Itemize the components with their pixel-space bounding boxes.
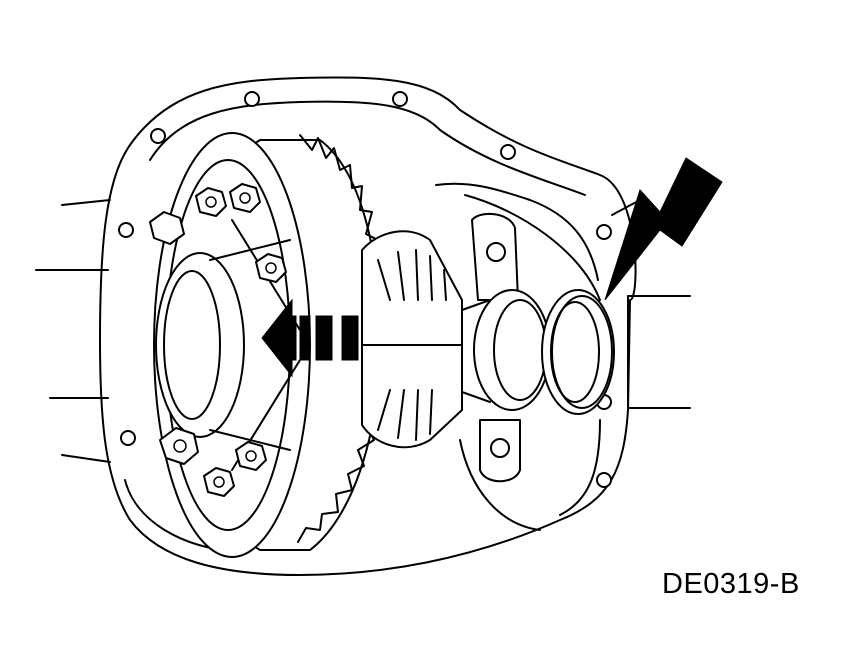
bearing-caps [471, 212, 521, 483]
hex-bolt [149, 211, 185, 245]
bolt-hole [120, 430, 136, 446]
bolt-hole [392, 91, 408, 107]
bearing-race-seal [541, 289, 615, 415]
carrier-bearing [461, 289, 551, 411]
bolt-hole [150, 128, 166, 144]
bolt-hole [118, 222, 134, 238]
hex-bolt [255, 253, 287, 283]
pinion-gear [361, 230, 463, 449]
bolt-hole [596, 472, 612, 488]
bolt-hole [500, 144, 516, 160]
housing-flange [99, 76, 637, 576]
axle-tube-left [35, 199, 111, 463]
hex-bolt [235, 441, 267, 471]
hex-bolt [229, 183, 261, 213]
bolt-hole [596, 224, 612, 240]
hex-bolt [203, 467, 235, 497]
figure-id-label: DE0319-B [662, 568, 800, 600]
ring-gear-bolts [149, 183, 287, 497]
bolt-hole [244, 91, 260, 107]
seal-pointer-arrow [604, 157, 723, 301]
hex-bolt [159, 427, 199, 465]
hex-bolt [195, 187, 227, 217]
removal-direction-arrow [261, 298, 359, 378]
